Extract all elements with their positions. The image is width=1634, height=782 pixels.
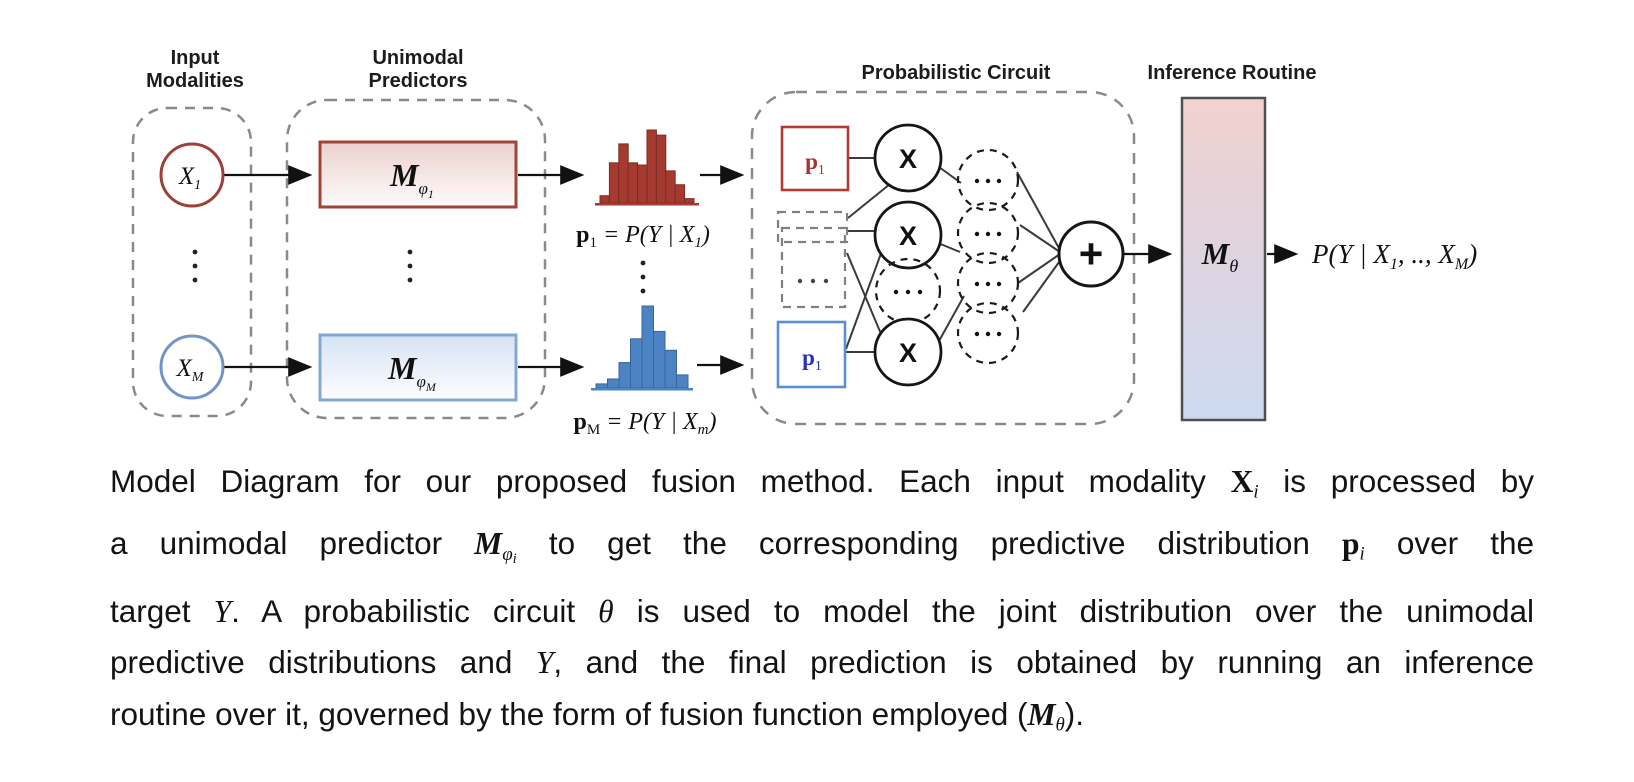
- predictor-box-1-label: Mφ1: [389, 157, 434, 201]
- inference-routine-box: [1180, 96, 1267, 422]
- caption-token: over the: [1364, 525, 1534, 562]
- histogram-bar: [676, 374, 689, 389]
- predictor-box-m: [318, 333, 518, 402]
- caption-token: routine over it, governed by the form of…: [110, 695, 1028, 732]
- histogram-bar: [618, 362, 631, 389]
- histogram-bar: [607, 378, 620, 389]
- product-node-ellipsis-circle: [874, 257, 942, 325]
- caption-token: Mθ: [1027, 696, 1065, 736]
- caption-token: to get the corresponding predictive dist…: [516, 525, 1342, 562]
- circuit-hidden-box: [780, 226, 847, 309]
- hidden-node-dots: [974, 178, 1002, 337]
- histogram-vertical-ellipsis: [640, 260, 646, 294]
- inference-routine-label: Mθ: [1201, 236, 1239, 276]
- circuit-p1-blue-box: [776, 320, 847, 389]
- probabilistic-circuit-container: [750, 90, 1136, 426]
- caption-token: Mφi: [474, 526, 517, 568]
- header-input-modalities-line2: Modalities: [146, 70, 244, 92]
- caption-token: Y: [535, 645, 554, 681]
- input-modalities-container: [131, 106, 253, 418]
- predictor-box-m-label: MφM: [387, 350, 437, 394]
- histogram-bar: [655, 134, 667, 204]
- histogram-bar: [599, 195, 610, 204]
- caption-token: is processed by: [1258, 463, 1534, 499]
- caption-token: is used to model the joint distribution …: [613, 592, 1534, 629]
- blue-distribution-label: pM = P(Y | Xm): [574, 409, 717, 438]
- header-input-modalities-line1: Input: [171, 47, 220, 69]
- output-formula: P(Y | X1, .., XM): [1311, 239, 1477, 273]
- caption-token: ).: [1064, 695, 1085, 732]
- histogram-bar: [665, 170, 676, 204]
- circuit-hidden-box-ellipsis: [797, 278, 829, 284]
- histogram-baseline: [595, 203, 699, 206]
- blue-histogram: [591, 305, 693, 391]
- caption-line: routine over it, governed by the form of…: [110, 689, 1534, 751]
- circuit-edges: [845, 157, 1063, 353]
- red-histogram: [595, 129, 699, 206]
- caption-token: Model Diagram for our proposed fusion me…: [110, 463, 1231, 499]
- histogram-baseline: [591, 388, 693, 391]
- header-unimodal-predictors-line1: Unimodal: [372, 47, 463, 69]
- histogram-bar: [653, 330, 666, 389]
- product-ellipsis-dots: [893, 289, 923, 295]
- product-node-2: [873, 200, 943, 270]
- histogram-bar: [641, 305, 654, 389]
- caption-subscript: φi: [502, 543, 517, 568]
- hidden-node-chain: [956, 148, 1020, 365]
- model-diagram: Input Modalities Unimodal Predictors Pro…: [131, 47, 1477, 438]
- histogram-bar: [646, 129, 657, 204]
- histogram-bar: [664, 349, 677, 389]
- input-vertical-ellipsis: [192, 249, 198, 283]
- input-node-xm: [159, 334, 225, 400]
- caption-token: target: [110, 592, 214, 629]
- circuit-p1-blue-label: p1: [802, 345, 822, 374]
- predictor-vertical-ellipsis: [407, 249, 413, 283]
- predictor-box-1: [318, 140, 518, 209]
- product-node-1: [873, 123, 943, 193]
- histogram-bar: [595, 383, 608, 389]
- caption-token: , and the final prediction is obtained b…: [553, 644, 1534, 681]
- histogram-bar: [684, 198, 695, 204]
- histogram-bar: [608, 162, 620, 204]
- caption-token: a unimodal predictor: [110, 525, 475, 562]
- header-unimodal-predictors-line2: Predictors: [369, 70, 468, 92]
- caption-subscript: θ: [1055, 714, 1065, 736]
- caption-subscript: i: [1253, 481, 1259, 503]
- circuit-p1-red-label: p1: [805, 149, 825, 178]
- histogram-bar: [674, 184, 686, 204]
- caption-token: predictive distributions and: [110, 644, 536, 681]
- caption-line: Model Diagram for our proposed fusion me…: [110, 456, 1534, 518]
- product-node-1-label: X: [899, 144, 917, 174]
- caption-token: . A probabilistic circuit: [231, 592, 599, 629]
- input-node-xm-label: XM: [176, 355, 205, 385]
- input-node-x1: [159, 142, 225, 208]
- histogram-bar: [630, 338, 643, 389]
- histogram-bar: [627, 162, 639, 204]
- input-node-x1-label: X1: [178, 163, 201, 193]
- caption-token: pi: [1341, 526, 1365, 565]
- sum-node-label: +: [1079, 230, 1104, 277]
- histogram-bar: [637, 164, 648, 204]
- figure-caption: Model Diagram for our proposed fusion me…: [110, 456, 1534, 751]
- caption-line: target Y. A probabilistic circuit θ is u…: [110, 586, 1534, 638]
- caption-token: Xi: [1230, 464, 1259, 503]
- circuit-hidden-box-top: [776, 210, 849, 244]
- header-inference-routine: Inference Routine: [1148, 62, 1317, 84]
- caption-line: a unimodal predictor Mφi to get the corr…: [110, 518, 1534, 585]
- unimodal-predictors-container: [285, 98, 547, 420]
- caption-line: predictive distributions and Y, and the …: [110, 637, 1534, 689]
- product-node-2-label: X: [899, 221, 917, 251]
- product-node-3-label: X: [899, 338, 917, 368]
- circuit-p1-red-box: [780, 125, 850, 192]
- caption-token: θ: [598, 593, 614, 629]
- product-node-3: [873, 317, 943, 387]
- red-distribution-label: p1 = P(Y | X1): [576, 222, 710, 251]
- caption-subsubscript: i: [512, 551, 517, 568]
- caption-subscript: i: [1359, 543, 1365, 565]
- histogram-bar: [618, 143, 629, 204]
- caption-token: Y: [213, 593, 232, 629]
- header-probabilistic-circuit: Probabilistic Circuit: [862, 62, 1051, 84]
